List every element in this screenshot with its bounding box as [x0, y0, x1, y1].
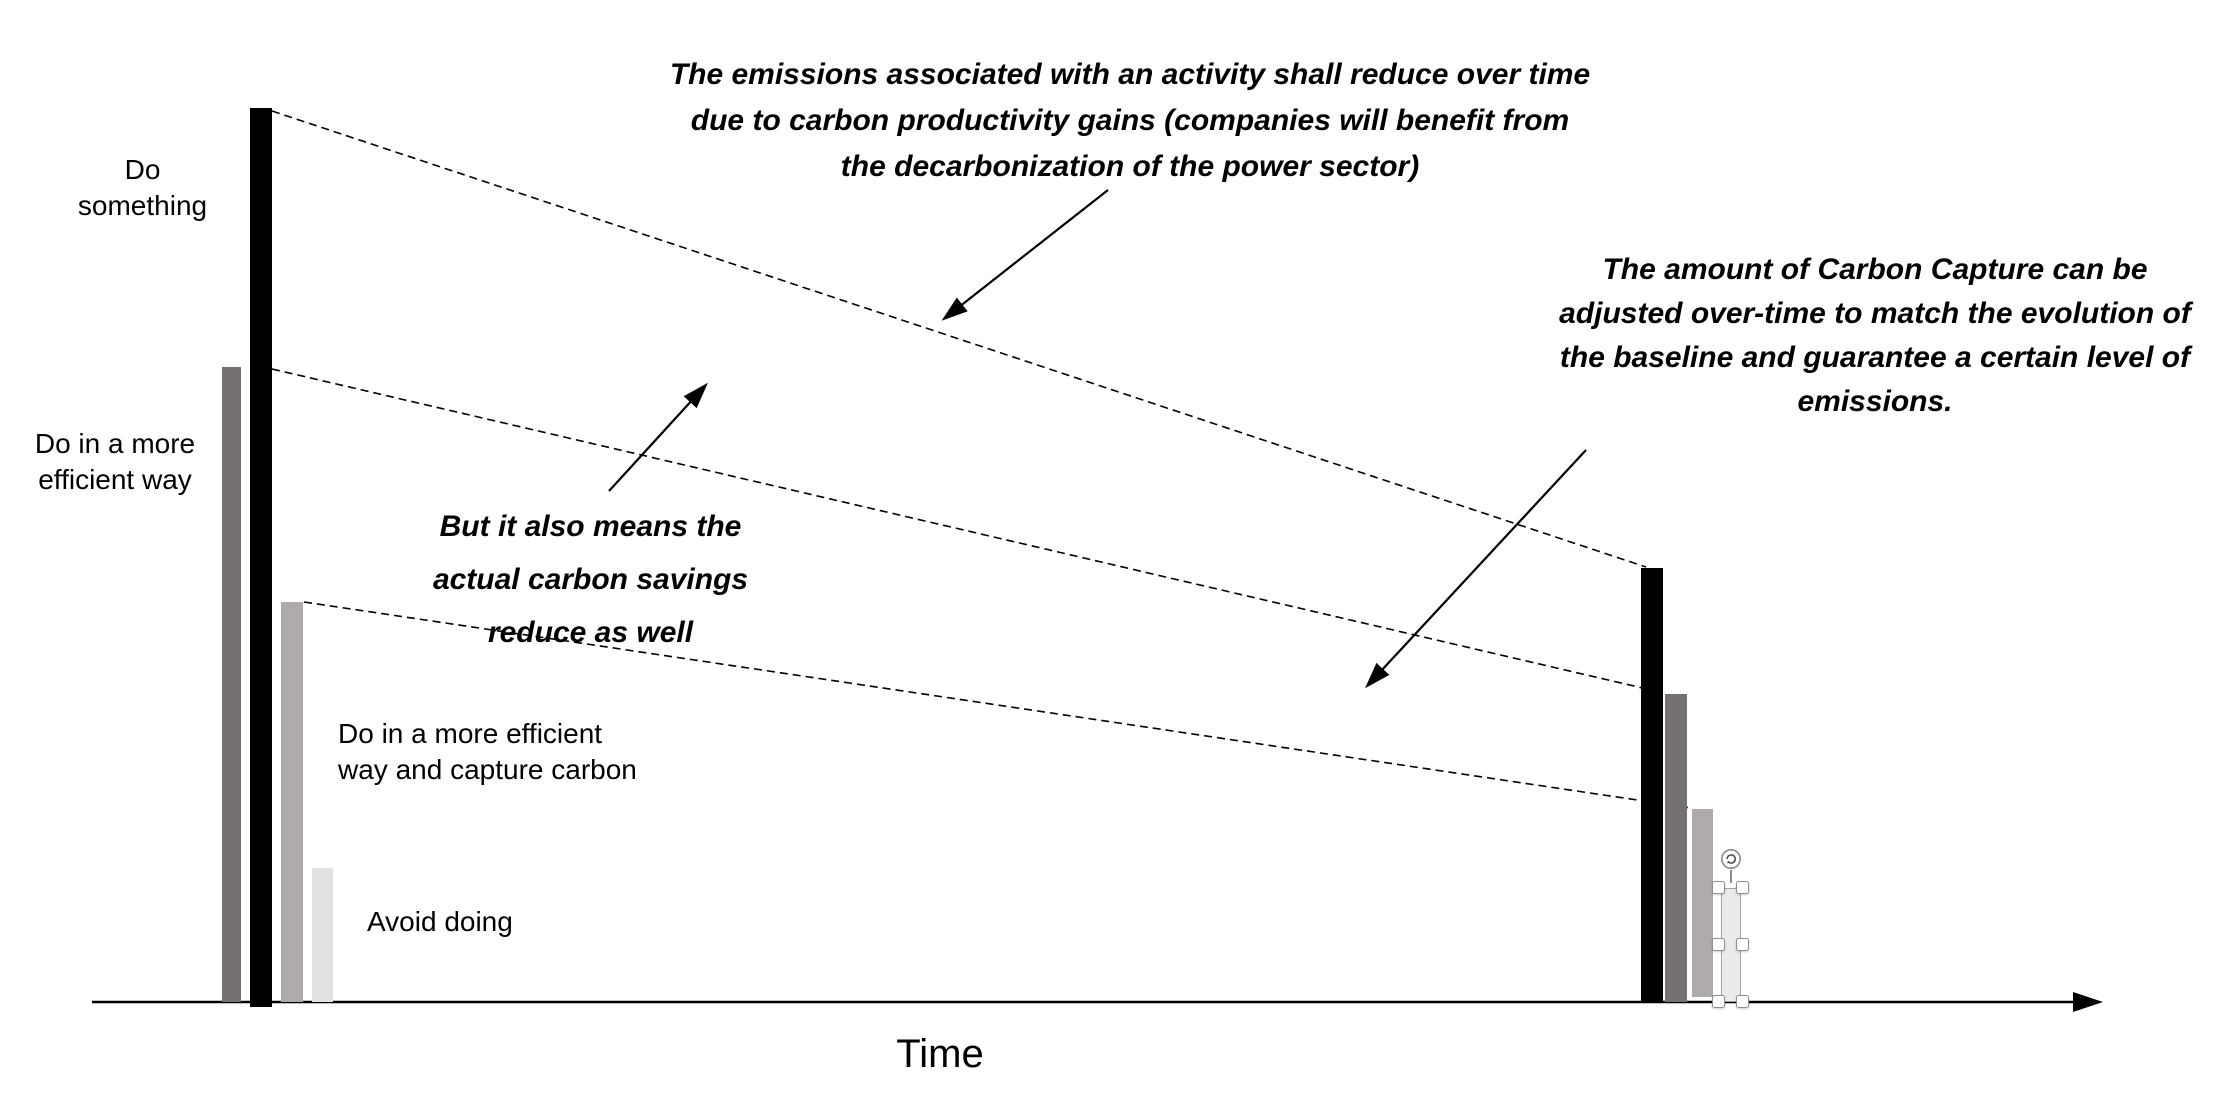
- label-do-in-a-more-efficient-way[interactable]: Do in a more efficient way: [34, 428, 196, 495]
- selection-handle-bottom-right[interactable]: [1736, 995, 1749, 1008]
- selection-handle-mid-left[interactable]: [1712, 938, 1725, 951]
- bar-right-efficient[interactable]: [1665, 694, 1687, 1002]
- label-do-something[interactable]: Do something: [77, 154, 208, 221]
- selection-handle-bottom-left[interactable]: [1712, 995, 1725, 1008]
- selection-handle-top-left[interactable]: [1712, 881, 1725, 894]
- bar-left-do-something[interactable]: [250, 108, 272, 1007]
- annotation-productivity-gains[interactable]: The emissions associated with an activit…: [669, 58, 1591, 183]
- capture-annotation-arrow[interactable]: [1365, 449, 1587, 689]
- productivity-annotation-arrow[interactable]: [941, 189, 1109, 321]
- rotate-handle-stem: [1730, 870, 1732, 883]
- efficient-trend-dashed-line[interactable]: [271, 368, 1665, 694]
- selection-handle-top-right[interactable]: [1736, 881, 1749, 894]
- selection-handle-mid-right[interactable]: [1736, 938, 1749, 951]
- savings-annotation-arrow[interactable]: [608, 382, 708, 492]
- time-axis-label[interactable]: Time: [896, 1032, 984, 1076]
- label-do-efficient-and-capture-carbon[interactable]: Do in a more efficient way and capture c…: [338, 718, 637, 785]
- label-avoid-doing[interactable]: Avoid doing: [367, 906, 513, 937]
- annotation-carbon-capture-adjust[interactable]: The amount of Carbon Capture can be adju…: [1559, 253, 2191, 418]
- bar-left-capture[interactable]: [281, 602, 303, 1002]
- bar-left-efficient[interactable]: [222, 367, 241, 1002]
- bar-right-do-something[interactable]: [1641, 568, 1663, 1002]
- rotate-handle-icon[interactable]: [1720, 848, 1742, 870]
- bar-left-avoid[interactable]: [312, 868, 333, 1002]
- bar-right-capture[interactable]: [1692, 809, 1713, 997]
- annotation-carbon-savings[interactable]: But it also means the actual carbon savi…: [432, 510, 749, 649]
- baseline-trend-dashed-line[interactable]: [271, 110, 1647, 568]
